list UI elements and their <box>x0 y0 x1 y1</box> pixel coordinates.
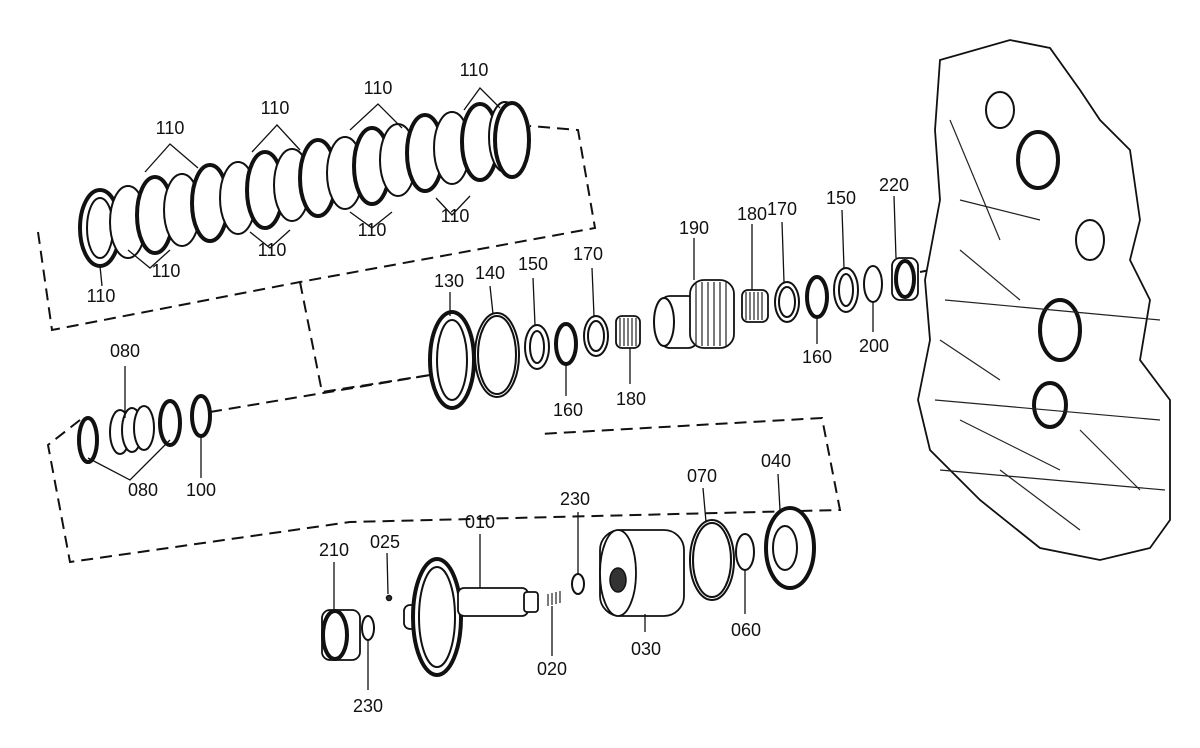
label-025: 025 <box>370 532 400 552</box>
seal-040 <box>764 506 816 590</box>
label-170-b: 170 <box>767 199 797 219</box>
spring-020 <box>547 591 561 606</box>
needle-bearing-180-a <box>615 315 641 349</box>
label-180-b: 180 <box>737 204 767 224</box>
label-100: 100 <box>186 480 216 500</box>
bearing-220 <box>891 257 919 301</box>
label-070: 070 <box>687 466 717 486</box>
washer-150-b <box>833 267 859 313</box>
label-230-a: 230 <box>560 489 590 509</box>
label-110-c: 110 <box>364 78 393 98</box>
label-110-f: 110 <box>152 261 181 281</box>
label-170-a: 170 <box>573 244 603 264</box>
bearing-210 <box>321 609 361 661</box>
label-080-b: 080 <box>128 480 158 500</box>
label-110-g: 110 <box>258 240 287 260</box>
oring-060 <box>735 533 755 571</box>
label-210: 210 <box>319 540 349 560</box>
label-030: 030 <box>631 639 661 659</box>
washer-170-b <box>774 281 800 323</box>
snap-ring-160-b <box>805 275 829 319</box>
label-130: 130 <box>434 271 464 291</box>
label-110-h: 110 <box>358 220 387 240</box>
leader-lines <box>87 87 897 690</box>
label-160-a: 160 <box>553 400 583 420</box>
label-140: 140 <box>475 263 505 283</box>
label-110-e: 110 <box>87 286 116 306</box>
label-110-d: 110 <box>460 60 489 80</box>
clutch-disc-130 <box>428 310 476 410</box>
pin-025 <box>385 594 393 602</box>
label-220: 220 <box>879 175 909 195</box>
label-110-a: 110 <box>156 118 185 138</box>
ring-230-a <box>571 573 585 595</box>
needle-bearing-180-b <box>741 289 769 323</box>
label-010: 010 <box>465 512 495 532</box>
label-230-b: 230 <box>353 696 383 716</box>
label-160-b: 160 <box>802 347 832 367</box>
transmission-housing <box>917 39 1171 561</box>
clutch-plate-stack <box>78 101 531 268</box>
shaft-gear-010 <box>403 557 539 677</box>
part-labels: 110 110 110 110 110 110 110 110 110 080 … <box>87 60 909 716</box>
label-200: 200 <box>859 336 889 356</box>
label-190: 190 <box>679 218 709 238</box>
snap-ring-160-a <box>554 322 578 366</box>
oring-070 <box>689 519 735 601</box>
ring-set-080 <box>77 399 182 464</box>
oring-140 <box>474 312 520 398</box>
label-060: 060 <box>731 620 761 640</box>
ring-200 <box>863 265 883 303</box>
washer-170-a <box>583 315 609 357</box>
label-110-b: 110 <box>261 98 290 118</box>
label-180-a: 180 <box>616 389 646 409</box>
label-150-b: 150 <box>826 188 856 208</box>
label-110-i: 110 <box>441 206 470 226</box>
label-020: 020 <box>537 659 567 679</box>
label-080-a: 080 <box>110 341 140 361</box>
washer-150-a <box>524 324 550 370</box>
piston-housing-030 <box>599 529 685 617</box>
label-040: 040 <box>761 451 791 471</box>
gear-190 <box>653 279 735 349</box>
label-150-a: 150 <box>518 254 548 274</box>
ring-100 <box>190 394 212 438</box>
ring-230-b <box>361 615 375 641</box>
